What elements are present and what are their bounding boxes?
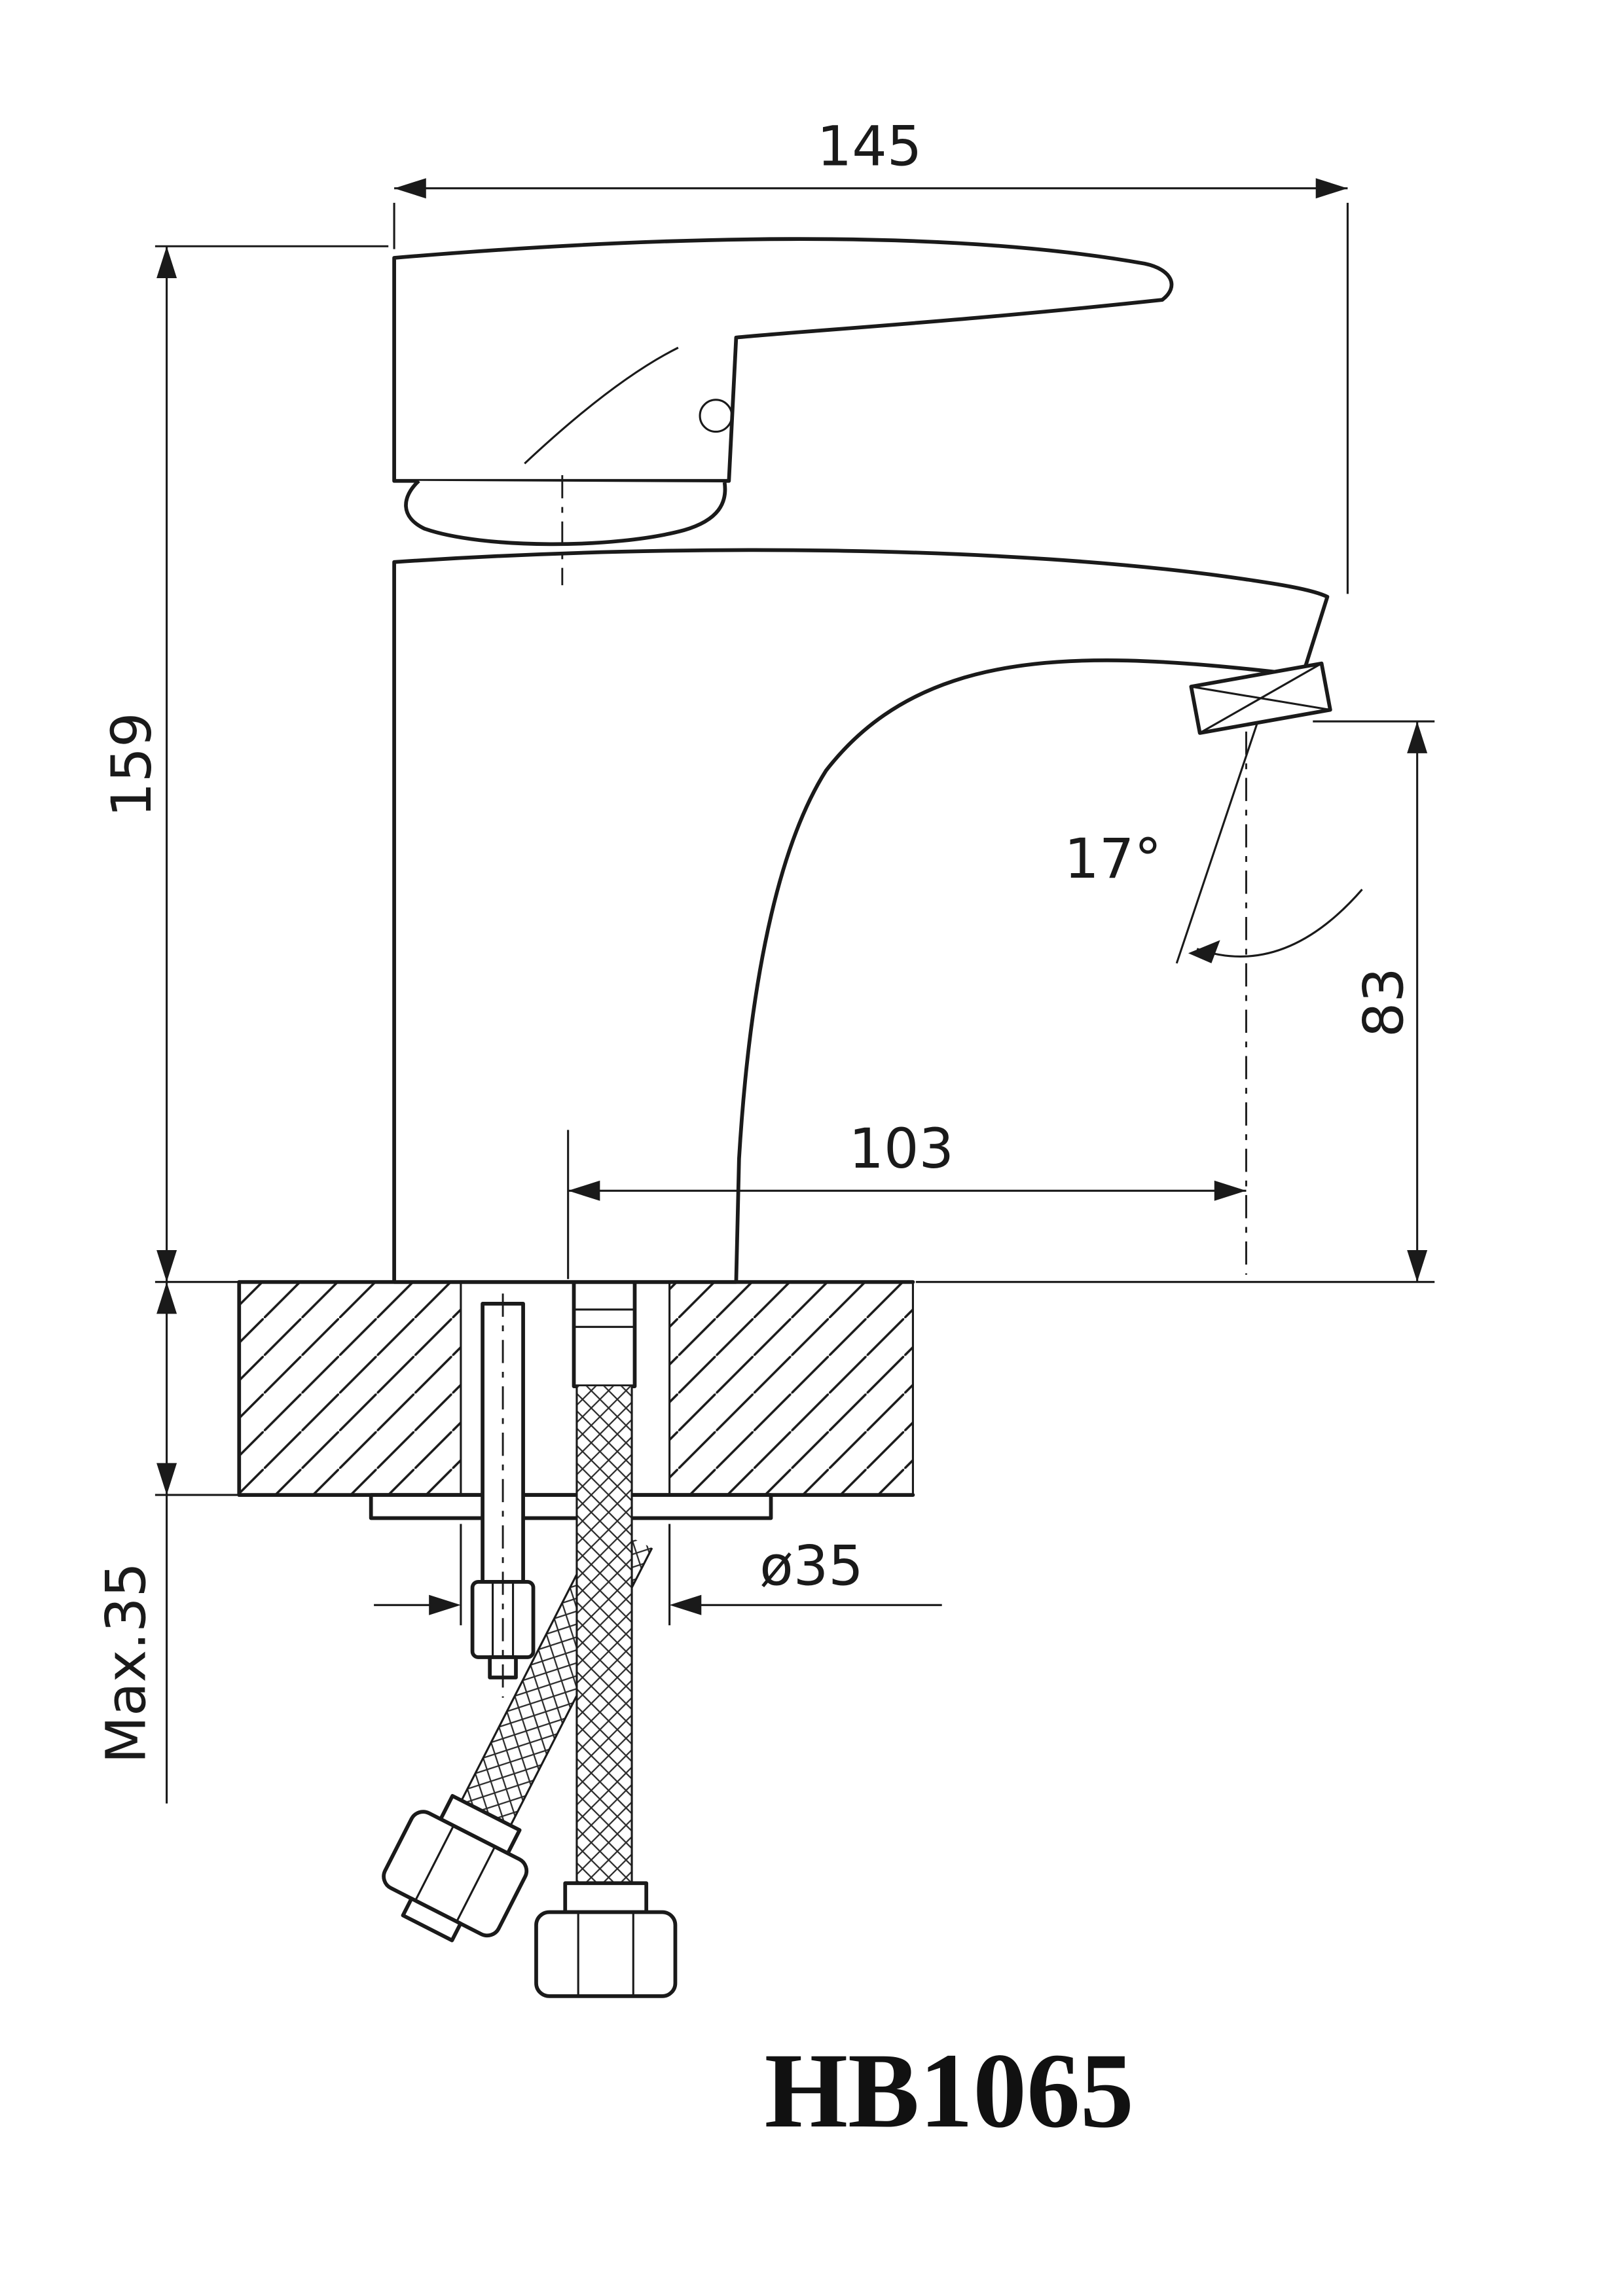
counter-hatch-left [239, 1282, 461, 1496]
angle-17: 17° [1064, 721, 1363, 1275]
faucet-lever-handle [392, 237, 1174, 483]
angle-label: 17° [1064, 827, 1161, 891]
hose-hex-nut [534, 1910, 678, 1998]
arrowhead [156, 246, 177, 278]
dim-103: 103 [567, 1117, 1247, 1280]
dim-159: 159 [100, 245, 389, 1283]
spout-axis-line [1175, 721, 1259, 964]
arrowhead [1214, 1180, 1247, 1201]
counter-section [237, 1280, 915, 1497]
arrowhead [156, 1250, 177, 1282]
hose-collar [563, 1881, 649, 1914]
arrowhead [568, 1180, 600, 1201]
model-number: HB1065 [765, 2032, 1134, 2150]
handle-crease-line [524, 346, 679, 465]
arrowhead [1315, 178, 1348, 199]
arrowhead [669, 1594, 702, 1615]
arrowhead [156, 1282, 177, 1314]
dim-83-label: 83 [1352, 967, 1416, 1037]
aerator-cross-line [1199, 662, 1322, 734]
dim-83: 83 [915, 720, 1435, 1283]
dim-dia35: ø35 [374, 1524, 942, 1626]
dim-dia35-label: ø35 [759, 1534, 863, 1598]
angle-arc [1196, 888, 1363, 958]
dim-103-label: 103 [848, 1117, 954, 1181]
supply-hose-vertical [576, 1386, 632, 1884]
faucet [392, 237, 1332, 1284]
arrowhead [1407, 721, 1428, 753]
dim-max35: Max.35 [94, 1282, 371, 1804]
handle-index-button [699, 399, 733, 433]
supply-hoses [382, 1280, 678, 1998]
faucet-body [392, 548, 1330, 1284]
arrowhead [156, 1463, 177, 1496]
dim-145: 145 [393, 114, 1349, 594]
arrowhead [429, 1594, 461, 1615]
counter-hatch-right [669, 1282, 913, 1496]
mounting-washer-plate [369, 1493, 773, 1520]
dim-159-label: 159 [100, 712, 164, 817]
arrowhead [394, 178, 426, 199]
faucet-shank-tube [572, 1280, 637, 1388]
angle-arc-arrowhead [1188, 940, 1220, 963]
mounting-hardware [369, 1293, 773, 1698]
cartridge-dome [404, 479, 727, 547]
dim-max35-label: Max.35 [94, 1562, 158, 1764]
dim-145-label: 145 [817, 114, 922, 178]
hose-end-cap [401, 1896, 463, 1943]
arrowhead [1407, 1250, 1428, 1282]
